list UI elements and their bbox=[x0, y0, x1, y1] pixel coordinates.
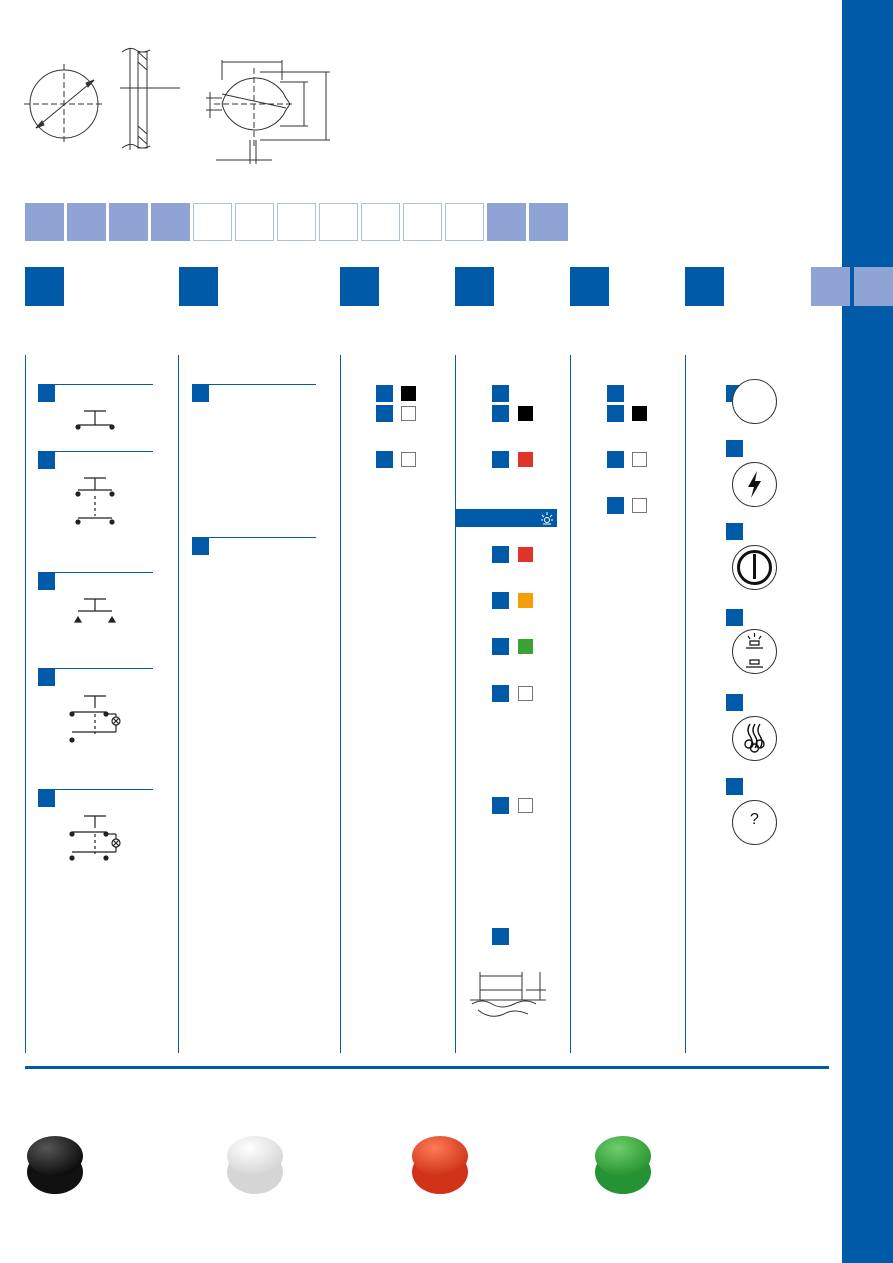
entry-marker bbox=[492, 405, 509, 422]
green-cap-icon bbox=[595, 1136, 651, 1194]
warning-light-icon bbox=[732, 629, 777, 674]
code-cell bbox=[319, 203, 358, 241]
entry-rule bbox=[38, 668, 153, 669]
column-header-marker bbox=[570, 267, 609, 306]
power-on-off-icon bbox=[732, 545, 777, 590]
fan-symbol-icon bbox=[732, 716, 777, 761]
column-divider bbox=[570, 355, 571, 1053]
entry-marker bbox=[607, 385, 624, 402]
column-divider bbox=[178, 355, 179, 1053]
column-divider bbox=[340, 355, 341, 1053]
contact-schematic-triangle bbox=[73, 598, 117, 623]
entry-marker bbox=[726, 694, 743, 711]
code-cell bbox=[529, 203, 568, 241]
code-cell bbox=[235, 203, 274, 241]
code-cell bbox=[403, 203, 442, 241]
column-header-marker bbox=[811, 267, 850, 306]
entry-marker bbox=[38, 669, 55, 686]
color-swatch-red bbox=[518, 452, 533, 467]
code-cell bbox=[25, 203, 64, 241]
color-swatch-white bbox=[401, 406, 416, 421]
entry-rule bbox=[192, 537, 316, 538]
color-swatch-black bbox=[518, 406, 533, 421]
color-swatch-orange bbox=[518, 593, 533, 608]
column-header-marker bbox=[340, 267, 379, 306]
column-header-marker bbox=[179, 267, 218, 306]
entry-marker bbox=[492, 546, 509, 563]
color-swatch-black bbox=[401, 386, 416, 401]
entry-marker bbox=[726, 609, 743, 626]
color-swatch-red bbox=[518, 547, 533, 562]
illuminated-section-bar bbox=[456, 509, 557, 527]
entry-marker bbox=[38, 452, 55, 469]
lightning-bolt-icon bbox=[732, 462, 777, 507]
black-cap-icon bbox=[27, 1136, 83, 1194]
question-mark-text: ? bbox=[750, 811, 759, 828]
entry-marker bbox=[726, 523, 743, 540]
entry-marker bbox=[492, 638, 509, 655]
entry-rule bbox=[192, 384, 316, 385]
column-divider bbox=[455, 355, 456, 1053]
right-sidebar-band bbox=[842, 0, 893, 1263]
color-swatch-white bbox=[518, 798, 533, 813]
column-header-marker bbox=[455, 267, 494, 306]
entry-marker bbox=[492, 385, 509, 402]
entry-marker bbox=[492, 928, 509, 945]
column-divider bbox=[25, 355, 26, 1053]
code-cell bbox=[361, 203, 400, 241]
code-cell bbox=[487, 203, 526, 241]
code-cell bbox=[67, 203, 106, 241]
code-cell bbox=[109, 203, 148, 241]
entry-marker bbox=[192, 385, 209, 402]
code-cell bbox=[445, 203, 484, 241]
entry-marker bbox=[492, 451, 509, 468]
contact-schematic-lamp-single bbox=[69, 695, 121, 743]
contact-schematic-double bbox=[75, 477, 115, 525]
color-swatch-green bbox=[518, 639, 533, 654]
entry-marker bbox=[726, 778, 743, 795]
entry-marker bbox=[192, 538, 209, 555]
mounting-cutout-drawings bbox=[24, 47, 330, 164]
color-swatch-white bbox=[401, 452, 416, 467]
entry-marker bbox=[376, 405, 393, 422]
entry-rule bbox=[38, 451, 153, 452]
entry-marker bbox=[607, 497, 624, 514]
code-cell bbox=[193, 203, 232, 241]
entry-rule bbox=[38, 384, 153, 385]
entry-marker bbox=[726, 440, 743, 457]
entry-marker bbox=[607, 451, 624, 468]
question-mark-icon: ? bbox=[730, 798, 779, 847]
column-header-marker bbox=[854, 267, 893, 306]
color-swatch-black bbox=[632, 406, 647, 421]
code-cell bbox=[277, 203, 316, 241]
color-swatch-white bbox=[518, 686, 533, 701]
bottom-divider bbox=[25, 1066, 829, 1069]
entry-marker bbox=[38, 573, 55, 590]
white-cap-icon bbox=[227, 1136, 283, 1194]
red-cap-icon bbox=[412, 1136, 468, 1194]
column-divider bbox=[685, 355, 686, 1053]
blank-circle-icon bbox=[732, 379, 777, 424]
color-swatch-white bbox=[632, 498, 647, 513]
color-swatch-white bbox=[632, 452, 647, 467]
entry-marker bbox=[492, 797, 509, 814]
entry-rule bbox=[38, 789, 153, 790]
entry-marker bbox=[492, 592, 509, 609]
order-code-strip bbox=[25, 203, 568, 243]
entry-marker bbox=[38, 790, 55, 807]
light-burst-icon bbox=[541, 512, 553, 525]
contact-schematic-single bbox=[75, 410, 115, 430]
column-header-marker bbox=[685, 267, 724, 306]
entry-marker bbox=[492, 685, 509, 702]
entry-rule bbox=[38, 572, 153, 573]
lens-cap-drawing bbox=[470, 972, 546, 1017]
entry-marker bbox=[376, 451, 393, 468]
entry-marker bbox=[376, 385, 393, 402]
code-cell bbox=[151, 203, 190, 241]
entry-marker bbox=[38, 385, 55, 402]
column-header-marker bbox=[25, 267, 64, 306]
entry-marker bbox=[607, 405, 624, 422]
contact-schematic-lamp-double bbox=[69, 815, 121, 861]
